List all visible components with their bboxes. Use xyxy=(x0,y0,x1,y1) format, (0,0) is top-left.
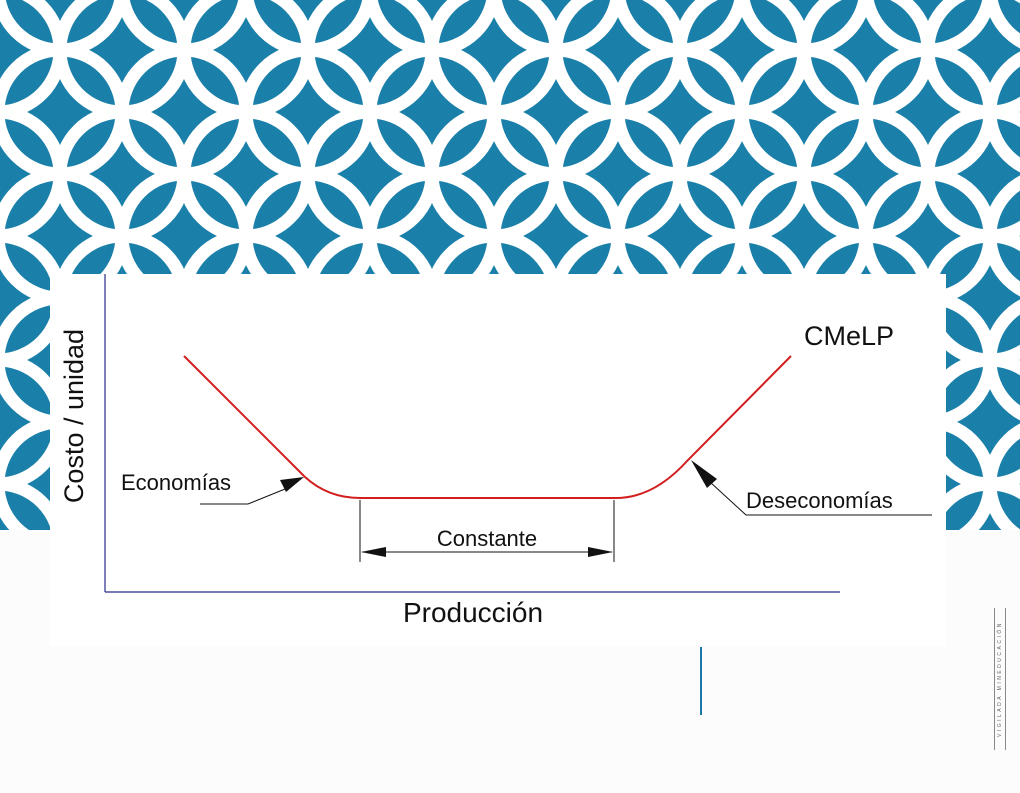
diseconomies-leader xyxy=(709,481,932,516)
cost-curve-diagram: Costo / unidad Producción CMeLP Economía… xyxy=(50,274,946,646)
curve-label: CMeLP xyxy=(804,321,894,351)
cmelp-curve xyxy=(183,355,792,499)
x-axis-label: Producción xyxy=(403,597,543,628)
diseconomies-arrowhead xyxy=(691,460,717,488)
accent-divider xyxy=(700,647,702,715)
economies-leader xyxy=(200,486,291,505)
constant-arrow-right xyxy=(588,547,613,557)
vigilada-mineducacion-text: VIGILADA MINEDUCACIÓN xyxy=(994,608,1006,750)
constant-label: Constante xyxy=(437,526,537,551)
diseconomies-label: Deseconomías xyxy=(746,488,893,513)
y-axis-label: Costo / unidad xyxy=(59,329,89,503)
constant-arrow-left xyxy=(361,547,386,557)
economies-label: Economías xyxy=(121,470,231,495)
economies-arrowhead xyxy=(280,477,304,492)
cost-curve-svg: Costo / unidad Producción CMeLP Economía… xyxy=(59,274,932,628)
